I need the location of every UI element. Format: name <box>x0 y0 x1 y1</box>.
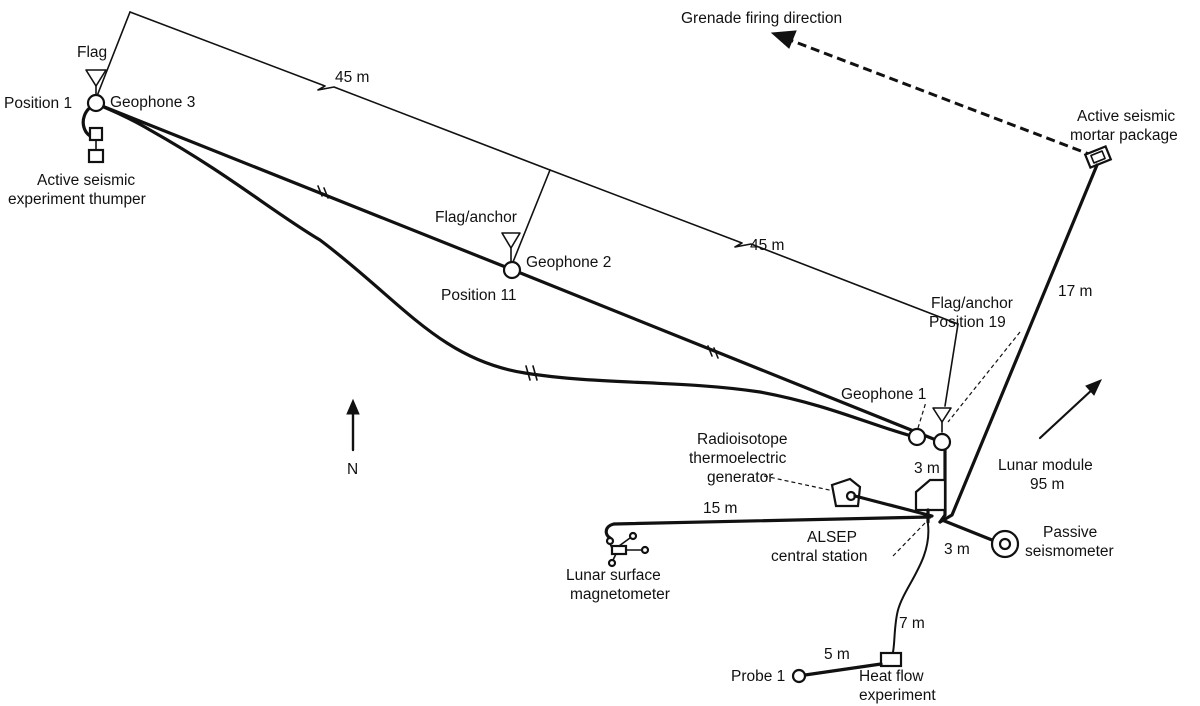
north-arrow-icon <box>346 398 360 452</box>
lunar-module-label-2: 95 m <box>1030 476 1064 493</box>
dimension-line-upper <box>96 11 959 407</box>
thumper-icon <box>87 126 105 164</box>
geophone-3-label: Geophone 3 <box>110 94 195 111</box>
distance-45m-lower: 45 m <box>750 237 784 254</box>
distance-3m-lower: 3 m <box>944 541 970 558</box>
position-19-node <box>932 432 952 452</box>
geophone-3-node <box>86 93 106 113</box>
magnetometer-cable <box>612 515 932 526</box>
geophone-2-node <box>502 260 522 280</box>
flag-label: Flag <box>77 44 107 61</box>
mortar-label-1: Active seismic <box>1077 108 1175 125</box>
distance-15m: 15 m <box>703 500 737 517</box>
probe-1-node <box>791 668 807 684</box>
flag-anchor-label-mid: Flag/anchor <box>435 209 517 226</box>
distance-17m: 17 m <box>1058 283 1092 300</box>
geophone-1-node <box>907 427 927 447</box>
rtg-icon <box>830 477 862 508</box>
flag-anchor-19-label-2: Position 19 <box>929 314 1006 331</box>
flag-anchor-19-label-1: Flag/anchor <box>931 295 1013 312</box>
rtg-label-1: Radioisotope <box>697 431 787 448</box>
passive-seismometer-icon <box>990 529 1020 559</box>
magnetometer-label-2: magnetometer <box>570 586 670 603</box>
grenade-direction-label: Grenade firing direction <box>681 10 842 27</box>
distance-7m: 7 m <box>899 615 925 632</box>
passive-seismometer-label-2: seismometer <box>1025 543 1114 560</box>
probe-1-label: Probe 1 <box>731 668 785 685</box>
flag-icon <box>85 69 107 95</box>
lunar-module-label-1: Lunar module <box>998 457 1093 474</box>
geophone-1-label: Geophone 1 <box>841 386 926 403</box>
mortar-package-icon <box>1083 144 1113 170</box>
heatflow-box-icon <box>879 651 903 668</box>
heatflow-label-1: Heat flow <box>859 668 924 685</box>
grenade-direction-arrow <box>770 30 1095 158</box>
magnetometer-icon <box>605 531 650 568</box>
distance-5m: 5 m <box>824 646 850 663</box>
north-label: N <box>347 461 358 478</box>
distance-3m-upper: 3 m <box>914 460 940 477</box>
distance-45m-upper: 45 m <box>335 69 369 86</box>
position-1-label: Position 1 <box>4 95 72 112</box>
probe-cable <box>803 662 883 677</box>
heatflow-label-2: experiment <box>859 687 936 704</box>
rtg-label-3: generator <box>707 469 773 486</box>
geophone-cable-loop <box>81 102 917 439</box>
passive-seismometer-cable <box>940 518 994 542</box>
geophone-cable-main <box>95 102 943 444</box>
mortar-label-2: mortar package <box>1070 127 1178 144</box>
lunar-module-arrow-icon <box>1038 379 1102 440</box>
rtg-cable <box>853 494 934 518</box>
flag-anchor-icon <box>501 232 521 263</box>
alsep-label-2: central station <box>771 548 868 565</box>
flag-anchor-19-icon <box>932 407 952 433</box>
magnetometer-cable-end <box>604 522 616 540</box>
position-11-label: Position 11 <box>441 287 517 304</box>
magnetometer-label-1: Lunar surface <box>566 567 661 584</box>
geophone-2-label: Geophone 2 <box>526 254 611 271</box>
passive-seismometer-label-1: Passive <box>1043 524 1097 541</box>
rtg-label-2: thermoelectric <box>689 450 787 467</box>
thumper-label-1: Active seismic <box>37 172 135 189</box>
thumper-label-2: experiment thumper <box>8 191 146 208</box>
heatflow-cable <box>892 523 930 653</box>
central-station-icon <box>914 478 947 524</box>
alsep-label-1: ALSEP <box>807 529 857 546</box>
